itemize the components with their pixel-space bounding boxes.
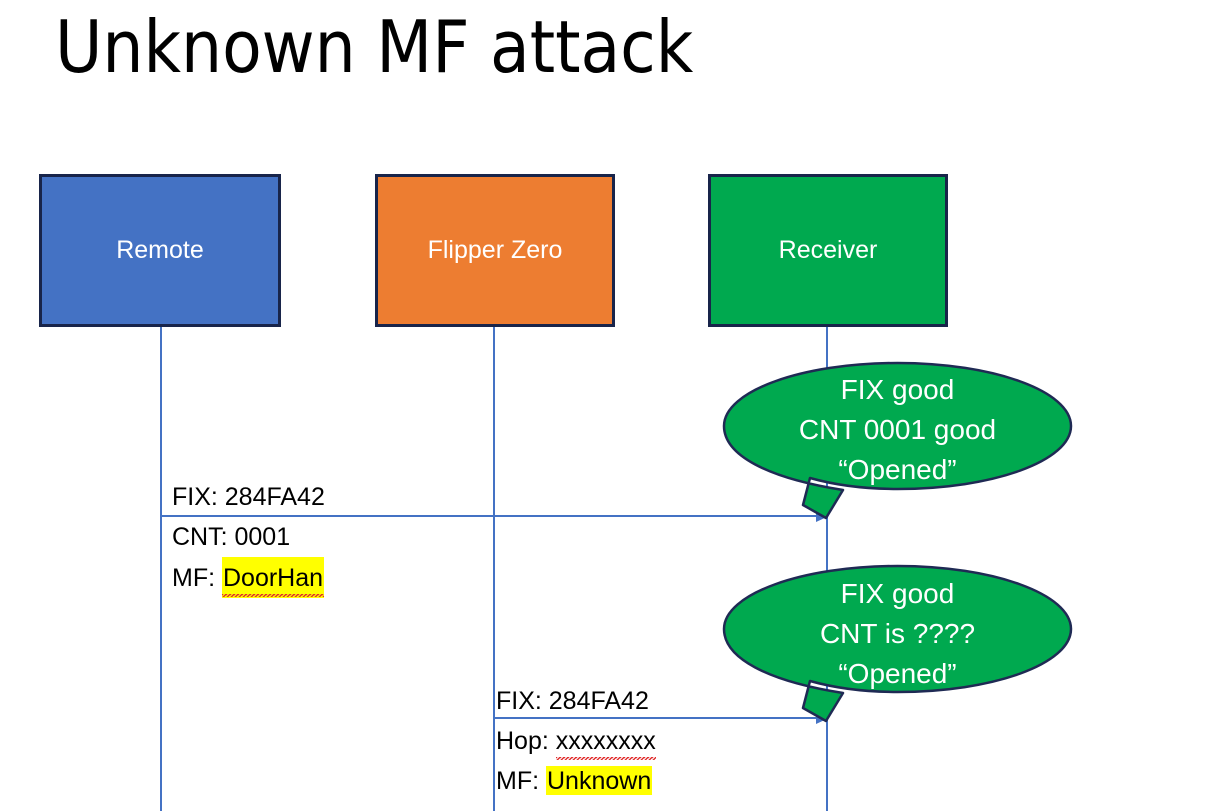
message-2-hop-value: xxxxxxxx (555, 721, 656, 761)
page-title: Unknown MF attack (55, 5, 694, 89)
message-1-mf-label: MF: DoorHan (172, 557, 325, 598)
actor-box-flipper-zero[interactable]: Flipper Zero (375, 174, 615, 327)
message-2-fix-label: FIX: 284FA42 (496, 687, 649, 715)
actor-label-receiver: Receiver (778, 236, 878, 264)
lifeline-remote (160, 327, 162, 811)
speech-bubble-receiver-2[interactable]: FIX good CNT is ???? “Opened” (722, 564, 1073, 725)
speech-bubble-shape-2 (722, 564, 1073, 723)
actor-label-flipper-zero: Flipper Zero (427, 236, 563, 264)
speech-bubble-shape-1 (722, 361, 1073, 520)
actor-label-remote: Remote (116, 236, 204, 264)
message-2-mf-label: MF: Unknown (496, 761, 653, 801)
actor-box-receiver[interactable]: Receiver (708, 174, 948, 327)
message-2-hop-label: Hop: xxxxxxxx (496, 721, 656, 761)
message-1-fix-label: FIX: 284FA42 (172, 483, 325, 511)
message-2-mf-value-highlighted: Unknown (546, 766, 653, 795)
message-1-cnt-label: CNT: 0001 (172, 523, 291, 551)
lifeline-receiver (826, 327, 828, 811)
speech-bubble-receiver-1[interactable]: FIX good CNT 0001 good “Opened” (722, 361, 1073, 522)
message-1-mf-value-highlighted: DoorHan (222, 557, 325, 598)
message-2-hop-prefix: Hop: (496, 727, 556, 755)
message-1-mf-prefix: MF: (172, 564, 222, 592)
actor-box-remote[interactable]: Remote (39, 174, 281, 327)
message-2-mf-prefix: MF: (496, 767, 546, 795)
lifeline-flipper-zero (493, 327, 495, 811)
